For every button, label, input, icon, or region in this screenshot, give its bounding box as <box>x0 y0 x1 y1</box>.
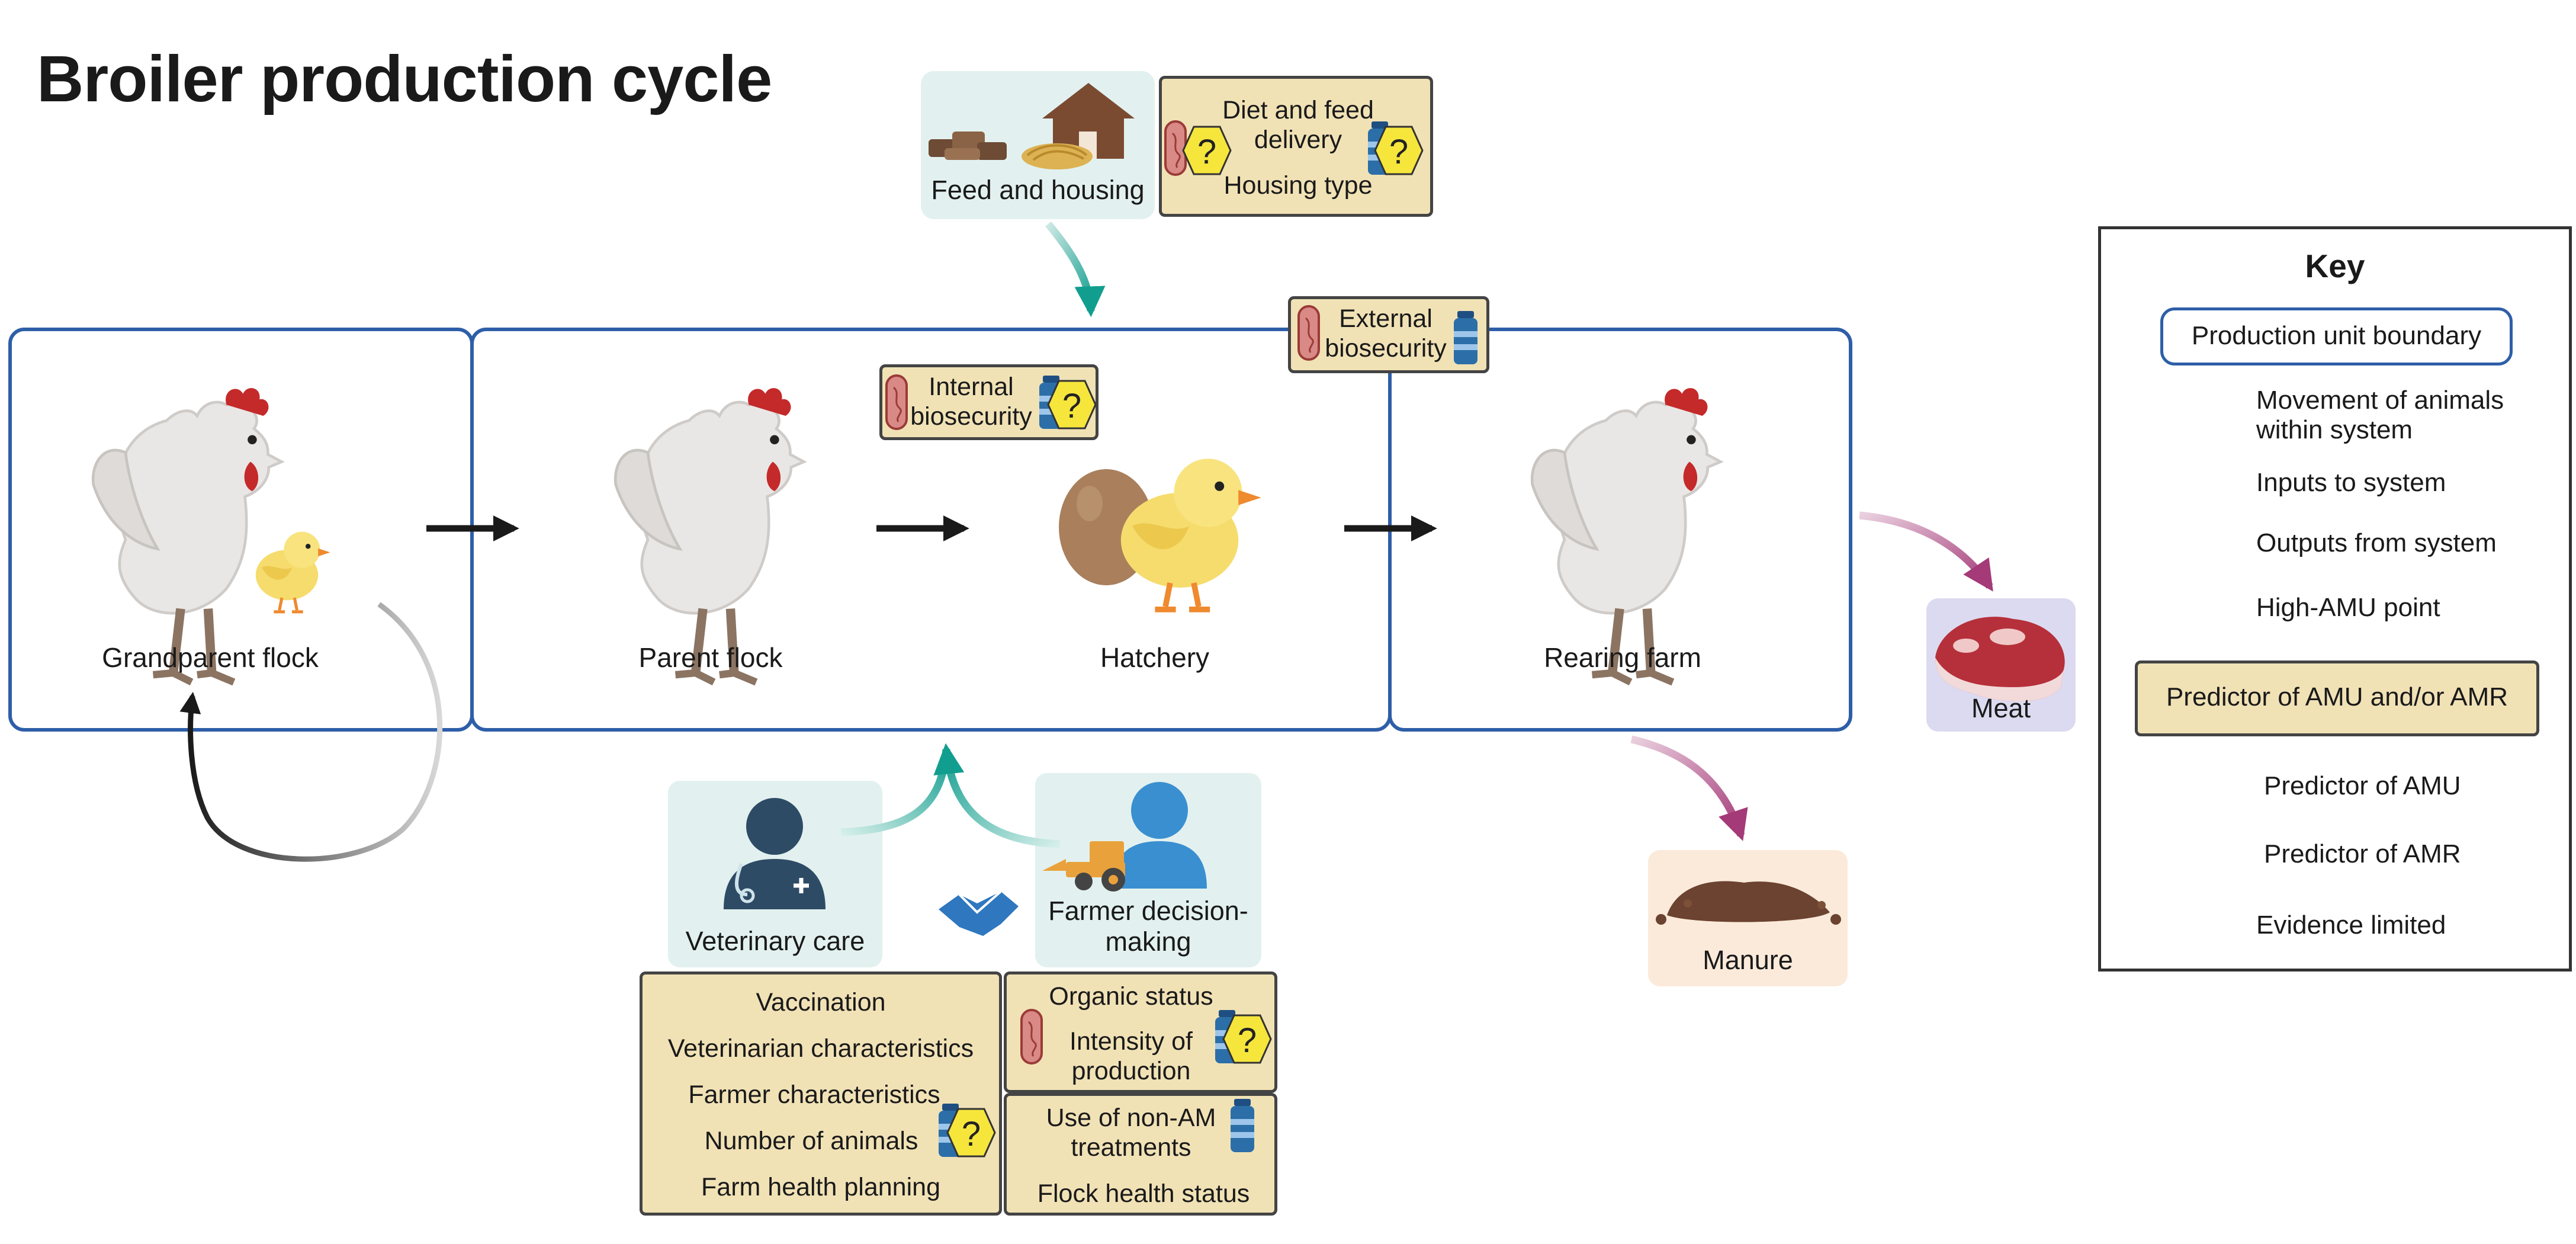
key-predictor-amr-label: Predictor of AMR <box>2264 839 2461 868</box>
output-arrow-meat <box>1859 511 1993 592</box>
key-movement-label-line2: within system <box>2256 415 2413 444</box>
intensity-label-line1: Intensity of <box>1069 1027 1193 1056</box>
external-biosecurity-line1: External <box>1339 304 1432 333</box>
manure-label: Manure <box>1703 945 1793 975</box>
organic-intensity-box: Organic status Intensity of production <box>1004 972 1277 1093</box>
external-biosecurity-box: External biosecurity <box>1288 296 1489 373</box>
housing-type-label: Housing type <box>1223 171 1373 200</box>
veterinary-predictor-box: Vaccination Veterinarian characteristics… <box>640 972 1002 1216</box>
non-am-treatments-line2: treatments <box>1071 1133 1191 1162</box>
grandparent-chick-icon <box>256 532 330 612</box>
farmer-decision-caption-line2: making <box>1105 926 1191 957</box>
parent-hen-icon <box>615 388 804 682</box>
diet-feed-label-line2: delivery <box>1254 126 1342 154</box>
veterinarian-icon <box>724 798 826 909</box>
page-title: Broiler production cycle <box>37 43 772 116</box>
rearing-farm-label: Rearing farm <box>1544 642 1701 673</box>
flock-health-status-label: Flock health status <box>1037 1179 1250 1208</box>
key-movement-label-line1: Movement of animals <box>2256 386 2504 415</box>
manure-icon <box>1656 881 1841 925</box>
number-of-animals-label: Number of animals <box>704 1127 918 1155</box>
key-inputs-label: Inputs to system <box>2256 468 2446 497</box>
intensity-label-line2: production <box>1071 1057 1191 1085</box>
vaccination-label: Vaccination <box>756 988 886 1017</box>
farmer-icon <box>1112 782 1207 889</box>
internal-biosecurity-line1: Internal <box>929 373 1014 401</box>
feed-housing-predictor-box: Diet and feed delivery Housing type <box>1159 76 1433 217</box>
handshake-icon <box>939 890 1019 936</box>
grandparent-flock-label: Grandparent flock <box>102 642 319 673</box>
external-biosecurity-line2: biosecurity <box>1325 334 1447 363</box>
input-arrow-farmer <box>933 743 1061 848</box>
veterinarian-characteristics-label: Veterinarian characteristics <box>667 1034 974 1063</box>
key-predictor-amu-amr-label: Predictor of AMU and/or AMR <box>2166 682 2508 711</box>
internal-biosecurity-box: Internal biosecurity <box>879 364 1099 440</box>
farmer-decision-caption-line1: Farmer decision- <box>1048 896 1248 926</box>
veterinary-care-caption: Veterinary care <box>685 926 865 956</box>
key-high-amu-label: High-AMU point <box>2256 593 2440 622</box>
treatments-health-box: Use of non-AM treatments Flock health st… <box>1004 1093 1277 1216</box>
feed-housing-caption: Feed and housing <box>931 175 1145 205</box>
parent-flock-label: Parent flock <box>638 642 783 673</box>
rearing-hen-icon <box>1532 388 1720 682</box>
key-title: Key <box>2305 248 2365 284</box>
key-predictor-swatch <box>2135 661 2539 736</box>
meat-label: Meat <box>1971 693 2031 723</box>
feed-pellets-icon <box>929 132 1007 160</box>
straw-icon <box>1022 143 1093 169</box>
output-arrow-manure <box>1630 735 1748 841</box>
organic-status-label: Organic status <box>1049 982 1213 1011</box>
movement-loop-arrow <box>179 602 443 862</box>
non-am-treatments-line1: Use of non-AM <box>1046 1104 1216 1132</box>
key-outputs-label: Outputs from system <box>2256 528 2497 557</box>
hatchery-chick-icon <box>1121 459 1261 609</box>
grandparent-hen-icon <box>93 388 281 682</box>
key-production-unit-label: Production unit boundary <box>2191 321 2482 350</box>
input-arrow-feed-housing <box>1045 221 1106 318</box>
key-predictor-amu-label: Predictor of AMU <box>2264 771 2461 800</box>
internal-biosecurity-line2: biosecurity <box>910 402 1032 431</box>
key-evidence-limited-label: Evidence limited <box>2256 910 2446 940</box>
hatchery-label: Hatchery <box>1100 642 1210 673</box>
key-production-unit-swatch <box>2160 307 2513 365</box>
farmer-characteristics-label: Farmer characteristics <box>688 1081 940 1109</box>
steak-icon <box>1935 617 2065 701</box>
tractor-icon <box>1042 841 1125 892</box>
diet-feed-label-line1: Diet and feed <box>1222 96 1374 124</box>
farm-health-planning-label: Farm health planning <box>701 1173 940 1201</box>
key-legend: Key Production unit boundary Movement of… <box>2098 226 2572 972</box>
